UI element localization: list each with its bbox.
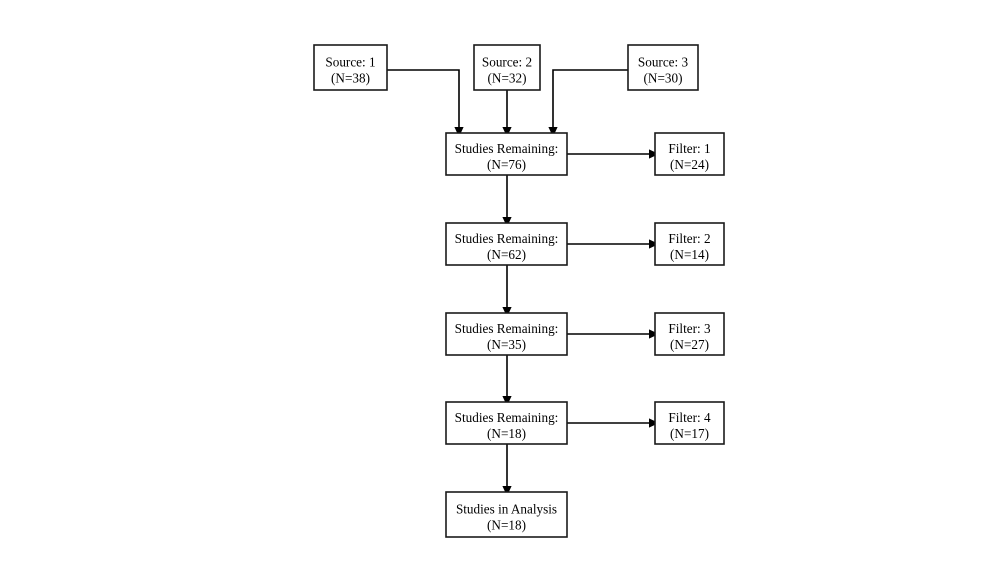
edge-line — [387, 69, 460, 127]
node-box — [654, 312, 725, 356]
node-box — [445, 132, 568, 176]
node-label-count: (N=62) — [487, 247, 526, 262]
node-label-primary: Studies Remaining: — [455, 321, 559, 336]
node-source-2: Source: 2(N=32) — [473, 44, 541, 91]
edge-e-source1-remaining76 — [387, 69, 464, 137]
node-label-count: (N=18) — [487, 518, 526, 533]
node-label-primary: Studies in Analysis — [456, 502, 557, 517]
node-box — [313, 44, 388, 91]
node-box — [654, 401, 725, 445]
edge-arrowhead — [454, 127, 464, 137]
node-label-count: (N=27) — [670, 337, 709, 352]
node-filter-2: Filter: 2(N=14) — [654, 222, 725, 266]
node-filter-3: Filter: 3(N=27) — [654, 312, 725, 356]
node-label-primary: Filter: 4 — [668, 410, 711, 425]
node-label-count: (N=76) — [487, 157, 526, 172]
edge-line — [552, 69, 628, 127]
node-remaining-76: Studies Remaining:(N=76) — [445, 132, 568, 176]
node-label-count: (N=35) — [487, 337, 526, 352]
node-filter-4: Filter: 4(N=17) — [654, 401, 725, 445]
node-source-1: Source: 1(N=38) — [313, 44, 388, 91]
node-label-count: (N=18) — [487, 426, 526, 441]
edge-arrowhead — [649, 149, 659, 159]
edge-arrowhead — [649, 239, 659, 249]
node-remaining-35: Studies Remaining:(N=35) — [445, 312, 568, 356]
node-label-count: (N=24) — [670, 157, 709, 172]
edge-e-remaining35-remaining18 — [502, 355, 512, 406]
edge-arrowhead — [649, 418, 659, 428]
node-label-count: (N=17) — [670, 426, 709, 441]
node-remaining-18: Studies Remaining:(N=18) — [445, 401, 568, 445]
node-analysis: Studies in Analysis(N=18) — [445, 491, 568, 538]
node-label-primary: Studies Remaining: — [455, 141, 559, 156]
edge-e-source3-remaining76 — [548, 69, 628, 137]
edge-e-remaining18-filter4 — [567, 418, 659, 428]
node-box — [654, 222, 725, 266]
node-box — [445, 401, 568, 445]
node-label-primary: Source: 1 — [325, 55, 375, 70]
node-filter-1: Filter: 1(N=24) — [654, 132, 725, 176]
node-box — [654, 132, 725, 176]
edge-e-remaining76-remaining62 — [502, 175, 512, 227]
edge-e-source2-remaining76 — [502, 90, 512, 137]
edge-arrowhead — [548, 127, 558, 137]
node-label-count: (N=38) — [331, 71, 370, 86]
edge-e-remaining35-filter3 — [567, 329, 659, 339]
node-label-count: (N=14) — [670, 247, 709, 262]
edge-e-remaining18-analysis — [502, 444, 512, 496]
edge-arrowhead — [502, 307, 512, 317]
node-label-count: (N=32) — [488, 71, 527, 86]
edge-layer — [387, 69, 659, 496]
node-label-count: (N=30) — [644, 71, 683, 86]
edge-e-remaining62-remaining35 — [502, 265, 512, 317]
node-label-primary: Source: 2 — [482, 55, 532, 70]
node-box — [445, 312, 568, 356]
edge-arrowhead — [502, 217, 512, 227]
edge-arrowhead — [502, 396, 512, 406]
edge-e-remaining76-filter1 — [567, 149, 659, 159]
edge-e-remaining62-filter2 — [567, 239, 659, 249]
node-box — [627, 44, 699, 91]
node-label-primary: Filter: 2 — [668, 231, 710, 246]
edge-arrowhead — [502, 127, 512, 137]
node-remaining-62: Studies Remaining:(N=62) — [445, 222, 568, 266]
node-label-primary: Filter: 1 — [668, 141, 710, 156]
edge-arrowhead — [649, 329, 659, 339]
node-label-primary: Filter: 3 — [668, 321, 711, 336]
node-box — [473, 44, 541, 91]
node-box — [445, 222, 568, 266]
node-label-primary: Studies Remaining: — [455, 410, 559, 425]
node-box — [445, 491, 568, 538]
edge-arrowhead — [502, 486, 512, 496]
node-source-3: Source: 3(N=30) — [627, 44, 699, 91]
node-label-primary: Studies Remaining: — [455, 231, 559, 246]
node-layer: Source: 1(N=38)Source: 2(N=32)Source: 3(… — [313, 44, 725, 538]
node-label-primary: Source: 3 — [638, 55, 689, 70]
